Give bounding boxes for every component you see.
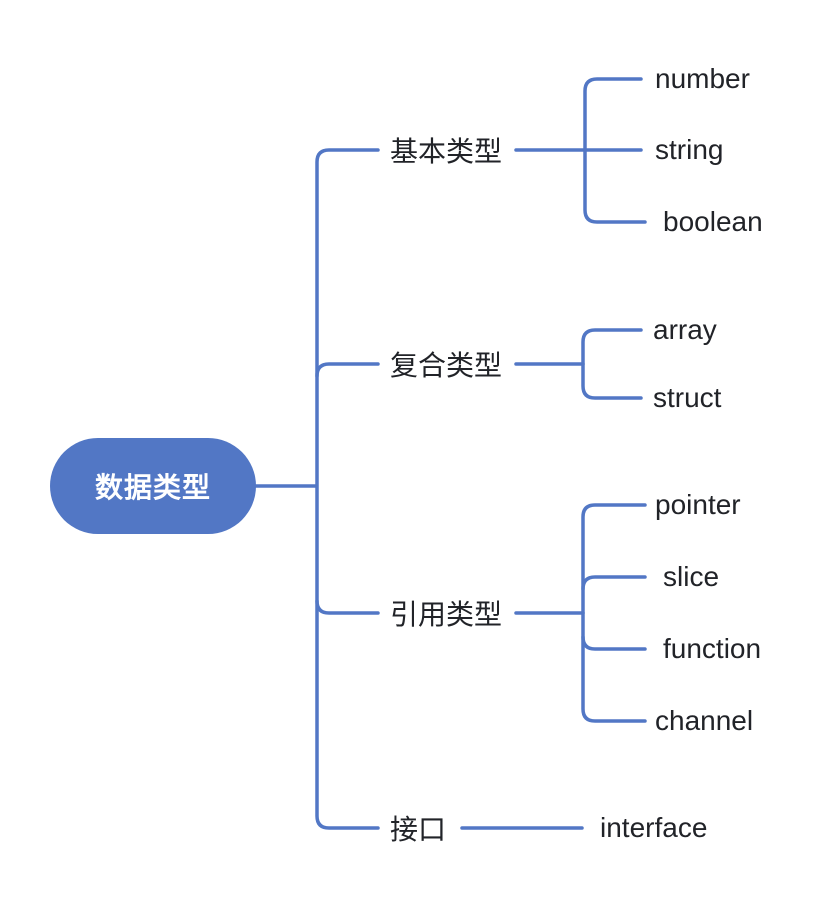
connector-composite-bracket: [581, 328, 643, 400]
branch-node-reference-types[interactable]: 引用类型: [390, 599, 503, 630]
leaf-node-array[interactable]: array: [653, 314, 717, 345]
connector-reference-bracket: [581, 503, 647, 723]
leaf-node-slice[interactable]: slice: [663, 561, 720, 592]
connector-leaf-slice: [581, 575, 647, 591]
leaf-node-function[interactable]: function: [663, 633, 762, 664]
leaf-node-interface[interactable]: interface: [600, 812, 708, 843]
connector-basic-bracket: [583, 77, 647, 224]
connector-leaf-function: [581, 635, 647, 651]
root-node-label: 数据类型: [94, 472, 211, 503]
leaf-node-string[interactable]: string: [655, 134, 724, 165]
connector-branch-composite: [315, 362, 380, 378]
connector-branch-reference: [315, 599, 380, 615]
connector-main-trunk: [315, 148, 380, 830]
branch-node-interface[interactable]: 接口: [390, 814, 447, 845]
root-node[interactable]: 数据类型: [50, 438, 256, 534]
leaf-node-boolean[interactable]: boolean: [663, 206, 763, 237]
leaf-node-struct[interactable]: struct: [653, 382, 722, 413]
branch-node-basic-types[interactable]: 基本类型: [390, 136, 503, 167]
leaf-node-pointer[interactable]: pointer: [655, 489, 741, 520]
leaf-node-number[interactable]: number: [655, 63, 750, 94]
leaf-node-channel[interactable]: channel: [655, 705, 754, 736]
branch-node-composite-types[interactable]: 复合类型: [390, 350, 503, 381]
